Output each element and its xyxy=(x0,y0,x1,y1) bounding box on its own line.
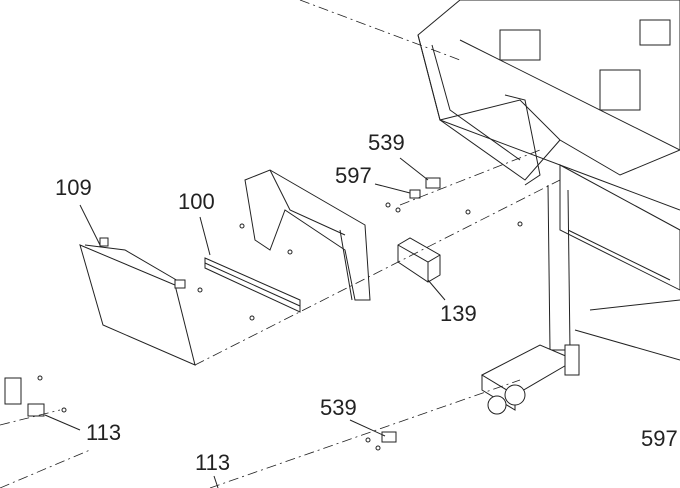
callout-109: 109 xyxy=(55,175,92,200)
callout-539-lower: 539 xyxy=(320,395,357,420)
printer-stand xyxy=(480,164,680,415)
callout-113-left: 113 xyxy=(86,420,122,445)
bracket-assembly xyxy=(244,169,371,301)
small-parts xyxy=(4,177,523,451)
assembly-lines xyxy=(0,0,561,488)
callout-113-bottom: 113 xyxy=(195,450,231,475)
part-100-rail xyxy=(204,257,301,313)
callout-100: 100 xyxy=(178,189,215,214)
callout-597-upper: 597 xyxy=(335,163,372,188)
callout-597-right: 597 xyxy=(641,426,678,451)
callout-539-upper: 539 xyxy=(368,130,405,155)
leader-lines xyxy=(44,157,446,488)
callout-139: 139 xyxy=(440,301,477,326)
part-139-connector xyxy=(397,237,441,283)
printer-frame xyxy=(417,0,680,211)
part-109-cover-panel xyxy=(79,237,196,366)
